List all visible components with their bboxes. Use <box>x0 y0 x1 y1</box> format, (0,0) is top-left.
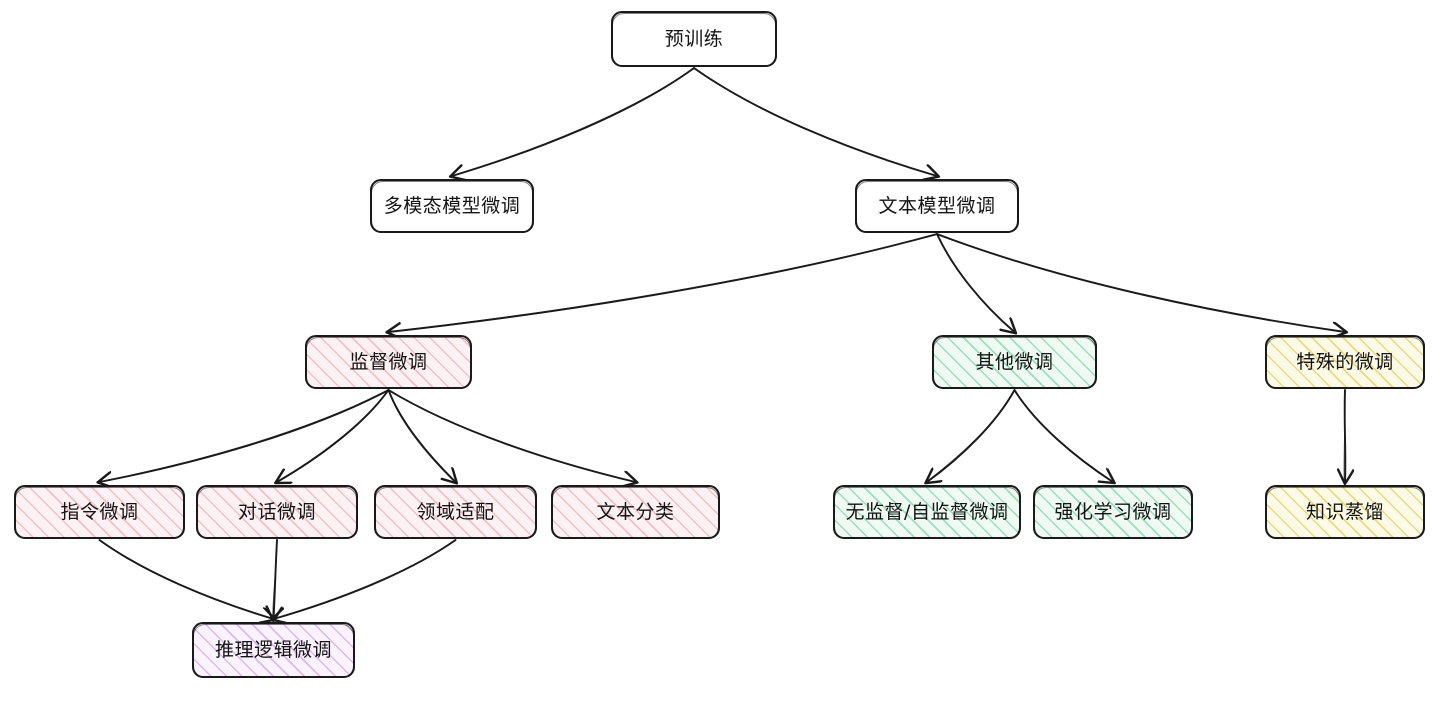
node-rlft[interactable]: 强化学习微调 <box>1033 485 1193 539</box>
node-reasoning[interactable]: 推理逻辑微调 <box>192 622 355 678</box>
edge-ghost-sft-to-instruction <box>98 390 390 483</box>
node-pretrain[interactable]: 预训练 <box>611 11 777 67</box>
node-textmodel[interactable]: 文本模型微调 <box>855 179 1019 233</box>
node-sft[interactable]: 监督微调 <box>305 335 472 389</box>
node-domain[interactable]: 领域适配 <box>374 485 537 539</box>
node-otherft[interactable]: 其他微调 <box>932 335 1097 389</box>
edge-sft-to-dialogue <box>277 389 390 482</box>
edge-pretrain-to-multimodal <box>452 67 695 176</box>
node-label-distill: 知识蒸馏 <box>1305 500 1384 523</box>
edge-domain-to-reasoning <box>274 539 457 619</box>
edge-ghost-pretrain-to-multimodal <box>450 68 695 177</box>
edge-textmodel-to-specialft <box>936 233 1345 332</box>
edge-ghost-sft-to-textclass <box>387 390 636 483</box>
edge-ghost-specialft-to-distill <box>1343 390 1346 483</box>
node-specialft[interactable]: 特殊的微调 <box>1265 335 1425 389</box>
edge-pretrain-to-textmodel <box>693 67 937 176</box>
edge-textmodel-to-sft <box>389 233 938 332</box>
node-label-domain: 领域适配 <box>416 500 495 523</box>
node-textclass[interactable]: 文本分类 <box>551 485 720 539</box>
node-label-specialft: 特殊的微调 <box>1296 350 1394 373</box>
node-label-sft: 监督微调 <box>349 350 428 373</box>
edge-ghost-pretrain-to-textmodel <box>693 68 937 177</box>
edge-ghost-sft-to-domain <box>387 390 456 483</box>
edge-otherft-to-unsup <box>927 389 1016 482</box>
edge-ghost-sft-to-dialogue <box>275 390 390 483</box>
node-label-instruction: 指令微调 <box>60 500 139 523</box>
node-label-textmodel: 文本模型微调 <box>878 194 996 217</box>
edge-specialft-to-distill <box>1345 389 1346 482</box>
node-multimodal[interactable]: 多模态模型微调 <box>370 179 534 233</box>
edge-ghost-otherft-to-rlft <box>1013 390 1113 483</box>
node-distill[interactable]: 知识蒸馏 <box>1265 485 1425 539</box>
edge-ghost-otherft-to-unsup <box>925 390 1016 483</box>
node-label-multimodal: 多模态模型微调 <box>383 194 521 217</box>
edge-ghost-textmodel-to-sft <box>387 234 938 333</box>
edge-instruction-to-reasoning <box>98 539 274 619</box>
edge-ghost-textmodel-to-specialft <box>936 234 1345 333</box>
node-label-pretrain: 预训练 <box>664 27 724 50</box>
edge-sft-to-instruction <box>100 389 390 482</box>
edge-ghost-dialogue-to-reasoning <box>272 540 278 620</box>
node-label-textclass: 文本分类 <box>596 500 675 523</box>
node-unsup[interactable]: 无监督/自监督微调 <box>833 485 1021 539</box>
node-label-dialogue: 对话微调 <box>237 500 316 523</box>
edge-otherft-to-rlft <box>1013 389 1114 482</box>
node-dialogue[interactable]: 对话微调 <box>196 485 358 539</box>
edge-textmodel-to-otherft <box>936 233 1015 332</box>
edge-dialogue-to-reasoning <box>274 539 278 619</box>
node-instruction[interactable]: 指令微调 <box>14 485 185 539</box>
node-label-reasoning: 推理逻辑微调 <box>214 638 332 661</box>
edge-ghost-textmodel-to-otherft <box>936 234 1015 333</box>
node-label-unsup: 无监督/自监督微调 <box>845 500 1009 523</box>
edge-sft-to-domain <box>387 389 456 482</box>
node-label-otherft: 其他微调 <box>975 350 1054 373</box>
edge-sft-to-textclass <box>387 389 636 482</box>
edge-ghost-instruction-to-reasoning <box>98 540 274 620</box>
edge-ghost-domain-to-reasoning <box>272 540 457 620</box>
node-label-rlft: 强化学习微调 <box>1054 500 1172 523</box>
